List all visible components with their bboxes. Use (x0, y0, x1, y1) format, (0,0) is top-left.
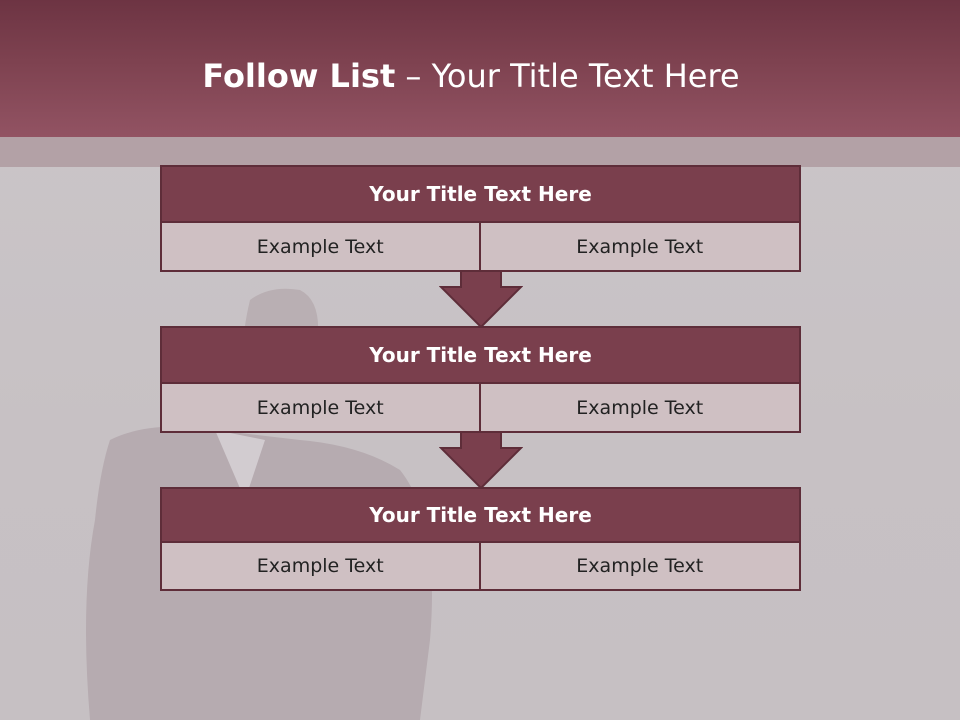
down-arrow-icon (439, 432, 523, 490)
slide-title-bold: Follow List (202, 57, 396, 95)
title-bar-band (0, 137, 960, 167)
title-bar (0, 0, 960, 137)
follow-block-2[interactable]: Your Title Text Here Example Text Exampl… (160, 326, 801, 433)
block-title[interactable]: Your Title Text Here (160, 326, 801, 384)
block-cell-left[interactable]: Example Text (160, 384, 481, 433)
block-cell-right[interactable]: Example Text (480, 384, 801, 433)
block-cell-left[interactable]: Example Text (160, 223, 481, 272)
block-title[interactable]: Your Title Text Here (160, 165, 801, 223)
block-row: Example Text Example Text (160, 384, 801, 433)
down-arrow-icon (439, 271, 523, 329)
block-row: Example Text Example Text (160, 223, 801, 272)
block-cell-left[interactable]: Example Text (160, 543, 481, 591)
slide-title[interactable]: Follow List – Your Title Text Here (0, 56, 942, 96)
block-title[interactable]: Your Title Text Here (160, 487, 801, 543)
follow-block-3[interactable]: Your Title Text Here Example Text Exampl… (160, 487, 801, 591)
block-cell-right[interactable]: Example Text (480, 223, 801, 272)
block-cell-right[interactable]: Example Text (480, 543, 801, 591)
block-row: Example Text Example Text (160, 543, 801, 591)
follow-block-1[interactable]: Your Title Text Here Example Text Exampl… (160, 165, 801, 272)
slide-title-rest: – Your Title Text Here (405, 57, 740, 95)
